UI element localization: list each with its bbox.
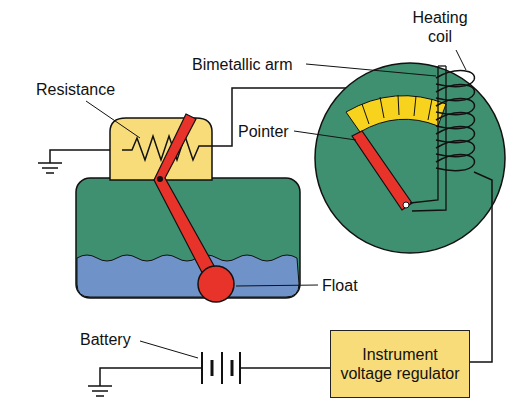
pivot (157, 176, 163, 182)
gauge-face (315, 63, 505, 253)
ground-symbol (88, 368, 202, 396)
fuel-liquid (77, 255, 299, 297)
part-label: Battery (80, 330, 131, 349)
resistor-symbol (122, 136, 206, 160)
box-text: Instrument voltage regulator (338, 345, 462, 383)
wire (240, 367, 330, 369)
wire (468, 172, 492, 362)
regulator-box: Instrument voltage regulator (330, 330, 470, 398)
battery-symbol (202, 352, 240, 384)
part-label: Float (322, 276, 358, 295)
part-label: Resistance (36, 80, 115, 99)
part-label: Heating coil (404, 8, 476, 46)
float-arm (154, 114, 222, 288)
gauge-scale (346, 96, 446, 132)
bimetallic-arm (410, 66, 446, 211)
scale-ticks (362, 95, 432, 124)
heating-coil (436, 71, 474, 171)
pointer (352, 131, 412, 210)
pointer-pivot (403, 202, 409, 208)
leader-line (86, 50, 466, 358)
part-label: Bimetallic arm (192, 55, 292, 74)
float (198, 266, 234, 302)
part-label: Pointer (238, 122, 289, 141)
